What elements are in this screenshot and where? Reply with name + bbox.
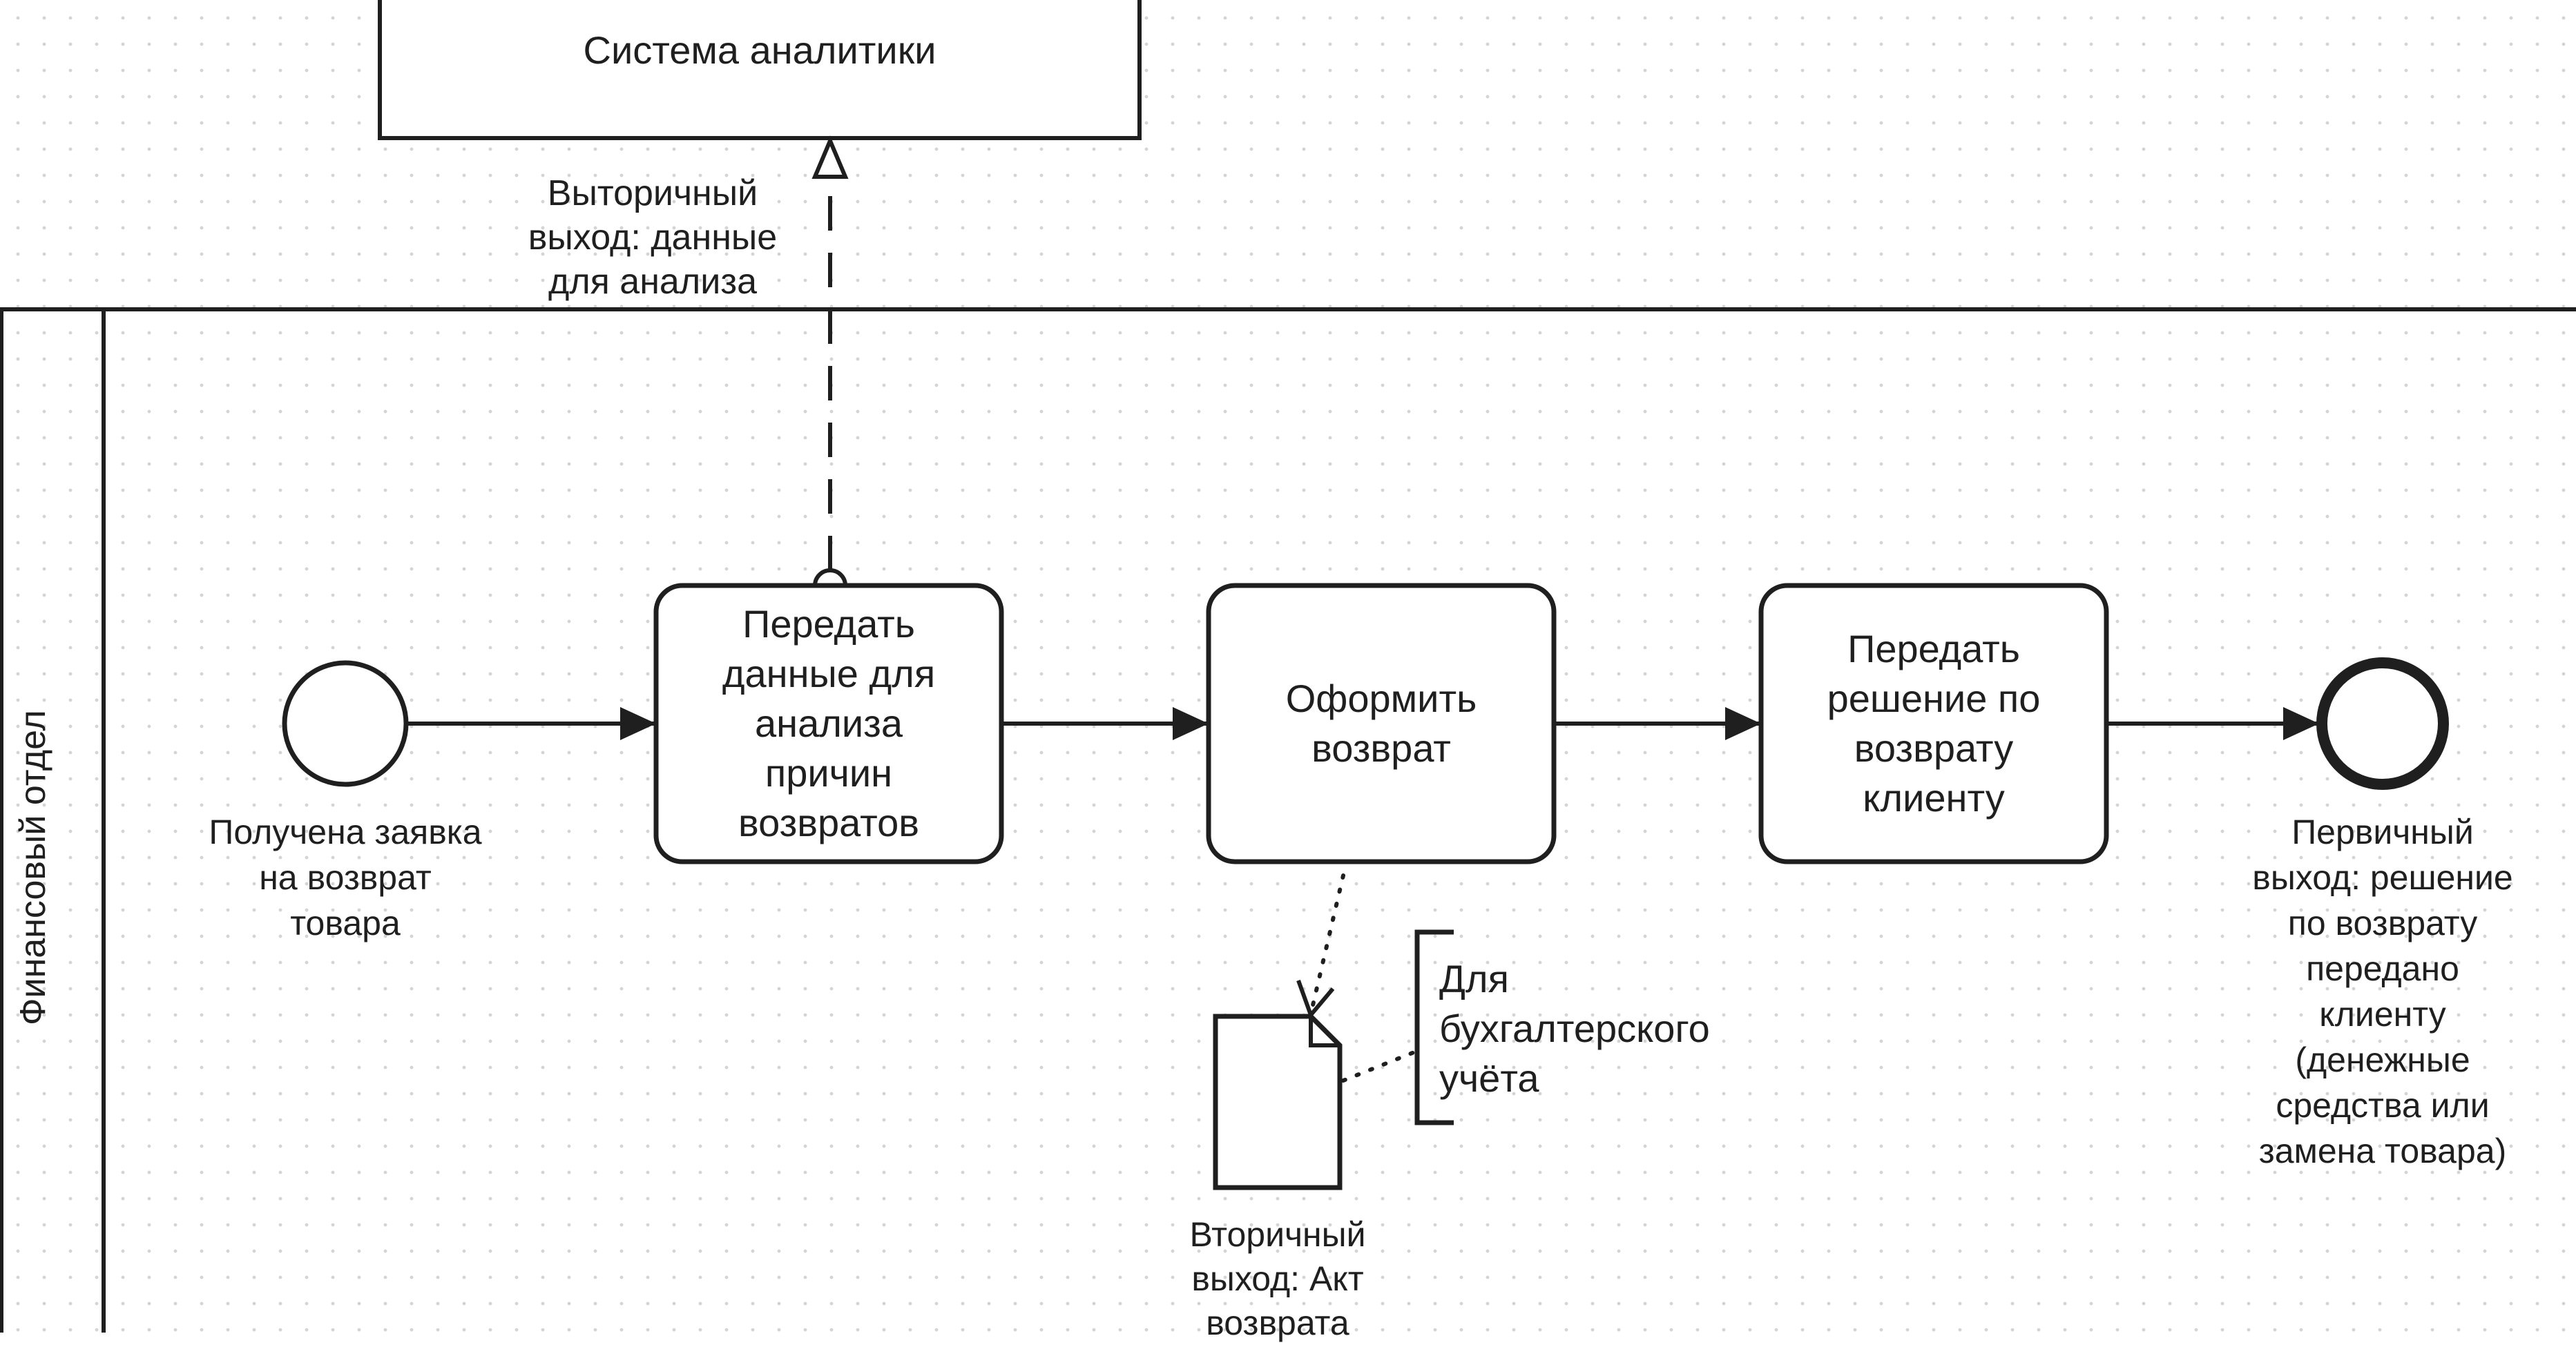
end-event-label: Первичный выход: решение по возврату пер… (2252, 813, 2513, 1170)
task-process-return-label: Оформить возврат (1285, 677, 1477, 770)
lane-title-finance: Финансовый отдел (13, 710, 53, 1025)
data-object-fold (1309, 1016, 1340, 1047)
start-event[interactable] (282, 660, 409, 787)
sequence-flow-task2-to-task3-arrowhead (1725, 707, 1761, 740)
data-association-arrowhead (1296, 979, 1335, 1019)
message-flow-label: Выторичный выход: данные для анализа (528, 173, 778, 302)
data-association-line[interactable] (1310, 873, 1345, 1010)
analytics-system-label: Система аналитики (583, 28, 936, 72)
text-annotation-text: Для бухгалтерского учёта (1439, 957, 1710, 1100)
message-flow-arrowhead (811, 135, 849, 179)
sequence-flow-task3-to-end-arrowhead (2283, 707, 2319, 740)
analytics-system-pool[interactable] (378, 0, 1142, 140)
task-send-decision-label: Передать решение по возврату клиенту (1827, 627, 2041, 820)
start-event-label: Получена заявка на возврат товара (209, 813, 482, 942)
data-object-label: Вторичный выход: Акт возврата (1189, 1215, 1366, 1342)
data-object-return-act[interactable] (1213, 1014, 1343, 1190)
sequence-flow-start-to-task1-arrowhead (620, 707, 656, 740)
sequence-flow-task1-to-task2-arrowhead (1173, 707, 1209, 740)
task-send-analysis-data-label: Передать данные для анализа причин возвр… (722, 602, 936, 844)
end-event[interactable] (2316, 657, 2449, 790)
annotation-association-line[interactable] (1341, 1049, 1418, 1083)
text-annotation-bracket (1414, 929, 1454, 1125)
